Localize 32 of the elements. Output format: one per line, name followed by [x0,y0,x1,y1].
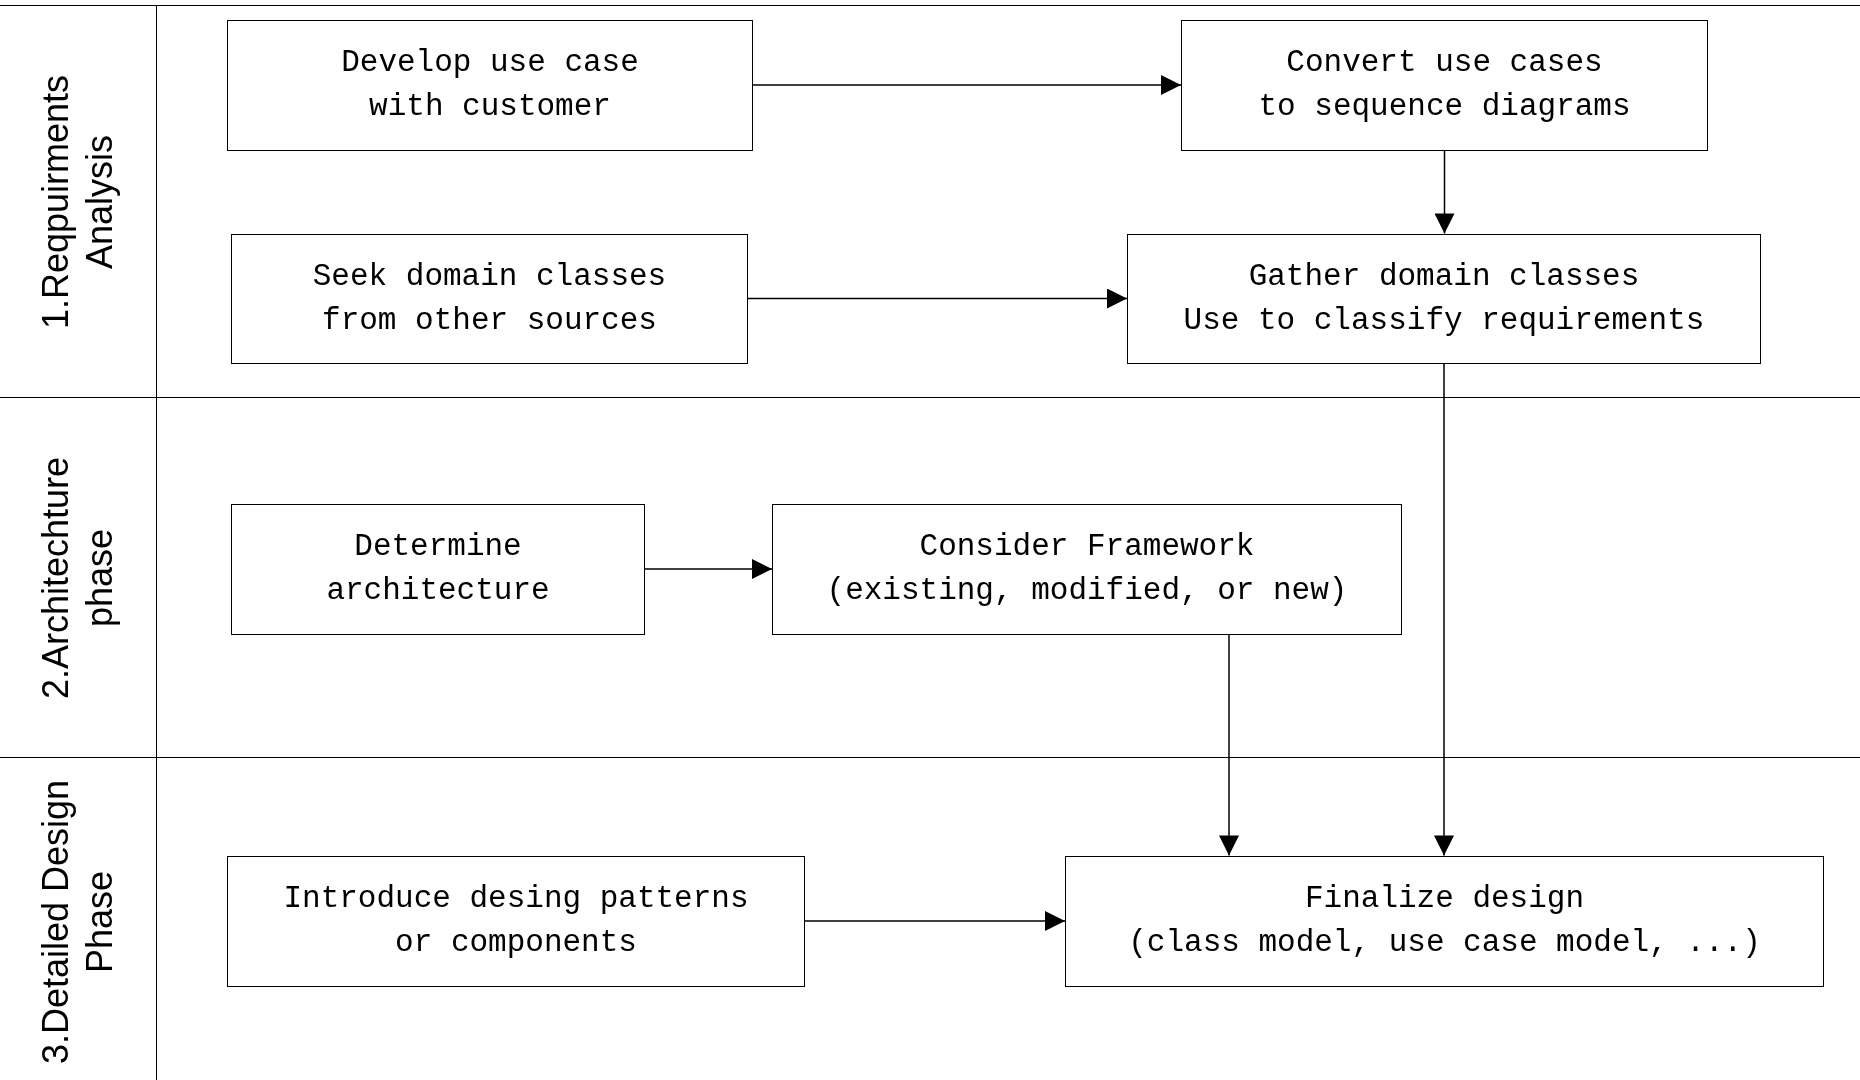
process-box [772,503,1402,635]
swimlane [0,397,1860,757]
process-box [227,855,805,987]
process-label: Finalize design [1304,880,1584,918]
arrow [1434,149,1455,235]
process-label: Introduce desing patterns or components [282,880,750,962]
lane-title: 1.Reqpuirments Analysis [34,73,121,331]
arrow [752,75,1182,95]
swimlane [0,5,1860,397]
process-box [231,233,748,364]
process-box [1181,19,1708,151]
process-box [1065,855,1824,987]
process-box [231,503,645,635]
arrow [644,559,773,579]
process-label: Seek domain classes from other sources [311,257,668,340]
lane-title: 2.Architechture phase [34,455,121,701]
process-box [227,19,753,151]
process-label: Develop use case with customer [340,44,640,126]
process-label: Consider Framework (existing, modified, or new) [825,528,1349,610]
process-label: Determine architecture [325,528,551,610]
process-label: Gather domain classes [1248,257,1640,296]
process-box [1127,233,1761,364]
process-label: to sequence diagrams [1258,88,1631,126]
arrow [1434,362,1454,857]
arrow [1219,633,1239,857]
swimlane [0,757,1860,1080]
arrow [804,911,1066,931]
process-label: Convert use cases [1286,44,1603,82]
process-label: Use to classify requirements [1183,301,1705,340]
lane-title: 3.Detailed Design Phase [34,778,121,1066]
process-label: (class model, use case model, ...) [1128,924,1761,962]
arrow [747,288,1128,309]
